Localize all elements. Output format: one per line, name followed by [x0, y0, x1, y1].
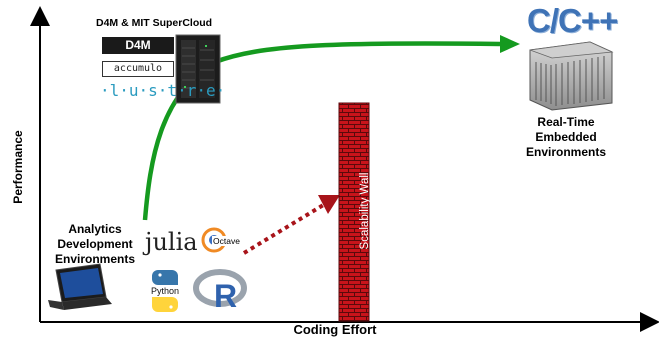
analytics-label-line: Environments	[54, 252, 135, 266]
python-logo-text: Python	[151, 286, 180, 296]
julia-logo: julia	[145, 228, 198, 256]
realtime-label-line: Embedded	[535, 130, 597, 144]
realtime-label-line: Real-Time	[537, 115, 595, 129]
realtime-label-line: Environments	[525, 145, 606, 159]
red-dotted-arrow	[242, 195, 340, 255]
analytics-label-line: Development	[57, 237, 133, 251]
y-axis-label: Performance	[11, 130, 25, 204]
analytics-label-line: Analytics	[68, 222, 122, 236]
svg-text:R: R	[214, 278, 237, 314]
accumulo-logo: accumulo	[102, 61, 174, 77]
analytics-environments-label: Analytics Development Environments	[40, 222, 150, 267]
supercloud-title: D4M & MIT SuperCloud	[96, 17, 213, 29]
scalability-wall-label: Scalability Wall	[359, 172, 371, 250]
r-logo: R	[193, 269, 247, 314]
python-logo	[152, 270, 178, 312]
x-axis-label: Coding Effort	[293, 322, 377, 337]
laptop-image	[48, 263, 112, 310]
d4m-logo: D4M	[102, 37, 174, 54]
realtime-embedded-label: Real-Time Embedded Environments	[516, 115, 616, 160]
scalability-wall	[338, 102, 370, 322]
server-rack-image	[175, 34, 221, 104]
octave-logo-text: Octave	[212, 236, 241, 246]
cpp-logo: C/C++	[527, 2, 618, 39]
lustre-logo: ·l·u·s·t·r·e·	[100, 81, 226, 100]
embedded-chassis-image	[529, 41, 614, 111]
